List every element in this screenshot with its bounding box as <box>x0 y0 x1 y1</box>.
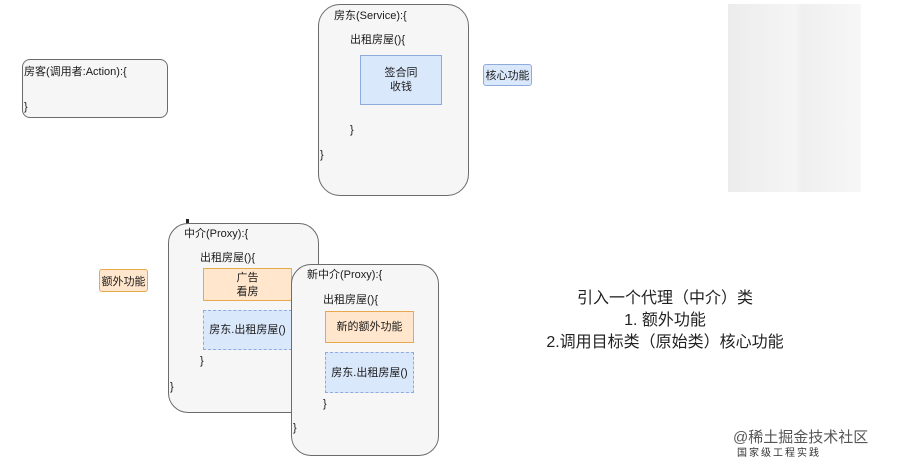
new-agent-close-text: } <box>293 422 297 434</box>
landlord-core-block[interactable]: 签合同 收钱 <box>360 55 442 105</box>
agent-open-text: 中介(Proxy):{ <box>184 228 249 240</box>
sub-watermark: 国家级工程实践 <box>737 448 821 459</box>
agent-method-close: } <box>200 355 204 367</box>
agent-extra-line1: 广告 <box>236 271 259 284</box>
landlord-method-text: 出租房屋(){ <box>350 34 405 46</box>
agent-extra-block[interactable]: 广告 看房 <box>203 268 292 301</box>
core-function-tag[interactable]: 核心功能 <box>483 64 532 86</box>
landlord-box[interactable]: 房东(Service):{ 出租房屋(){ 签合同 收钱 } } <box>318 4 469 196</box>
photo-image <box>728 4 861 192</box>
new-agent-method-text: 出租房屋(){ <box>323 294 378 306</box>
tenant-box[interactable]: 房客(调用者:Action):{ } <box>22 59 168 118</box>
caption-line2: 1. 额外功能 <box>624 312 706 329</box>
watermark: @稀土掘金技术社区 <box>733 429 869 446</box>
new-agent-open-text: 新中介(Proxy):{ <box>307 269 383 281</box>
extra-function-tag[interactable]: 额外功能 <box>99 269 148 292</box>
caption-line1: 引入一个代理（中介）类 <box>576 290 753 307</box>
caption-line3: 2.调用目标类（原始类）核心功能 <box>546 334 784 351</box>
agent-method-text: 出租房屋(){ <box>200 252 255 264</box>
agent-extra-line2: 看房 <box>236 285 259 298</box>
new-agent-box[interactable]: 新中介(Proxy):{ 出租房屋(){ 新的额外功能 房东.出租房屋() } … <box>291 264 439 456</box>
landlord-close-text: } <box>320 149 324 161</box>
landlord-method-close: } <box>350 124 354 136</box>
landlord-open-text: 房东(Service):{ <box>334 10 407 22</box>
new-agent-call-block[interactable]: 房东.出租房屋() <box>325 352 414 393</box>
new-agent-extra-block[interactable]: 新的额外功能 <box>325 311 414 343</box>
caption: 引入一个代理（中介）类 1. 额外功能 2.调用目标类（原始类）核心功能 <box>490 288 840 354</box>
tenant-open-text: 房客(调用者:Action):{ <box>24 66 127 78</box>
agent-close-text: } <box>170 381 174 393</box>
landlord-core-line1: 签合同 <box>384 67 418 79</box>
agent-call-block[interactable]: 房东.出租房屋() <box>203 310 292 350</box>
new-agent-method-close: } <box>323 398 327 410</box>
small-mark <box>186 219 189 224</box>
landlord-core-line2: 收钱 <box>390 81 412 93</box>
tenant-close-text: } <box>24 101 28 113</box>
